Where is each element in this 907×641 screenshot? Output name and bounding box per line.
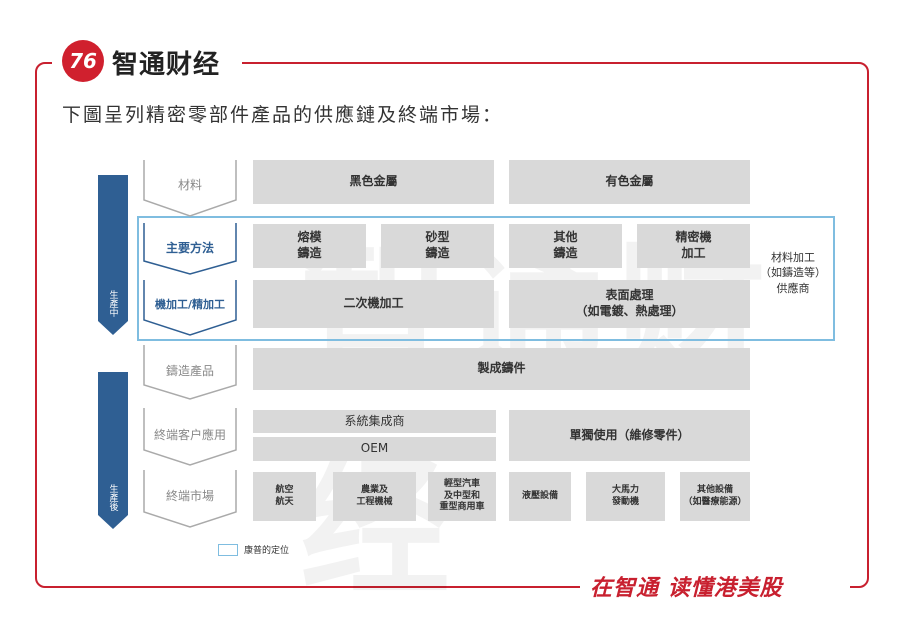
row-label-methods: 主要方法 xyxy=(165,241,214,255)
brand-name: 智通财经 xyxy=(112,50,221,80)
box-other-casting: 其他 鑄造 xyxy=(509,224,622,268)
box-investment-casting: 熔模 鑄造 xyxy=(253,224,366,268)
box-standalone-use: 單獨使用（維修零件） xyxy=(509,410,750,461)
box-aerospace: 航空 航天 xyxy=(253,472,316,521)
box-engines: 大馬力 發動機 xyxy=(586,472,665,521)
stage-bar-post: 生產後 xyxy=(98,372,128,529)
box-oem: OEM xyxy=(253,437,496,461)
chevron-customers: 終端客户應用 xyxy=(143,408,237,466)
box-precision-machining: 精密機 加工 xyxy=(637,224,750,268)
chevron-methods: 主要方法 xyxy=(143,223,237,275)
chevron-materials: 材料 xyxy=(143,160,237,217)
box-system-integrator: 系統集成商 xyxy=(253,410,496,433)
row-label-customers: 終端客户應用 xyxy=(153,428,226,442)
row-label-machining: 機加工/精加工 xyxy=(154,298,226,311)
legend-swatch xyxy=(218,544,238,556)
box-secondary-machining: 二次機加工 xyxy=(253,280,494,328)
row-label-markets: 終端市場 xyxy=(165,489,214,503)
row-label-products: 鑄造產品 xyxy=(165,364,214,378)
chevron-markets: 終端市場 xyxy=(143,470,237,528)
box-hydraulic: 液壓設備 xyxy=(509,472,571,521)
box-vehicles: 輕型汽車 及中型和 重型商用車 xyxy=(428,472,496,521)
row-label-materials: 材料 xyxy=(177,178,202,192)
content-frame xyxy=(35,62,869,588)
company-position-highlight xyxy=(137,216,835,341)
box-sand-casting: 砂型 鑄造 xyxy=(381,224,494,268)
chevron-products: 鑄造產品 xyxy=(143,345,237,400)
stage-bar-mid: 生產中 xyxy=(98,175,128,335)
legend-label: 康普的定位 xyxy=(244,546,290,556)
box-agri-engineering: 農業及 工程機械 xyxy=(333,472,416,521)
box-other-equipment: 其他設備 （如醫療能源） xyxy=(680,472,750,521)
page-title: 下圖呈列精密零部件產品的供應鏈及終端市場： xyxy=(62,104,504,126)
brand-logo-icon: 76 xyxy=(62,40,104,82)
box-nonferrous-metal: 有色金屬 xyxy=(509,160,750,204)
supplier-label: 材料加工 （如鑄造等） 供應商 xyxy=(760,251,826,295)
chevron-machining: 機加工/精加工 xyxy=(143,280,237,336)
slogan-background xyxy=(580,570,850,600)
box-surface-treatment: 表面處理 （如電鍍、熱處理） xyxy=(509,280,750,328)
box-finished-castings: 製成鑄件 xyxy=(253,348,750,390)
brand-slogan: 在智通 读懂港美股 xyxy=(590,576,783,601)
box-ferrous-metal: 黑色金屬 xyxy=(253,160,494,204)
